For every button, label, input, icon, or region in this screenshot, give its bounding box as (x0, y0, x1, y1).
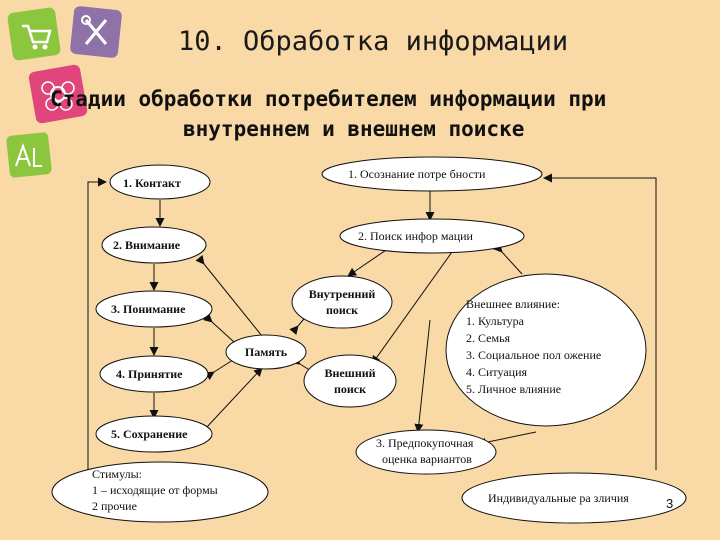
arrow-influence-search (493, 243, 523, 275)
arrow-search-external (371, 251, 453, 365)
need-awareness-label: 1. Осознание потре бности (348, 167, 486, 181)
external-influence-item-1: 1. Культура (466, 314, 525, 328)
info-search-label: 2. Поиск инфор мации (358, 229, 474, 243)
arrow-right-loop-need (543, 173, 657, 470)
individual-differences-label: Индивидуальные ра зличия (488, 491, 629, 505)
slide-title: 10. Обработка информации (178, 26, 569, 57)
stage-attention (101, 226, 207, 264)
prepurchase-label-1: 3. Предпокупочная (376, 436, 474, 450)
external-search-label-2: поиск (334, 382, 366, 396)
stimuli-item-2: 2 прочие (92, 499, 137, 513)
letters-icon (6, 132, 52, 178)
shopping-cart-icon (7, 7, 61, 61)
memory-label: Память (245, 345, 288, 359)
arrow-memory-attention (195, 254, 263, 337)
stage-understanding (95, 290, 213, 328)
external-influence-item-4: 4. Ситуация (466, 365, 528, 379)
stage-info-search (339, 218, 525, 254)
arrow-stimuli-contact (87, 177, 107, 470)
stage-retention (95, 415, 213, 453)
external-search-label-1: Внешний (324, 366, 375, 380)
stimuli-heading: Стимулы: (92, 467, 142, 481)
prepurchase-evaluation-ellipse (355, 429, 497, 475)
arrow-retention-memory (205, 367, 263, 429)
prepurchase-label-2: оценка вариантов (382, 452, 472, 466)
external-influence-item-5: 5. Личное влияние (466, 382, 561, 396)
stimuli-item-1: 1 – исходящие от формы (92, 483, 218, 497)
subtitle-line-2: внутреннем и внешнем поиске (183, 117, 525, 141)
flower-icon (28, 64, 88, 124)
memory-ellipse (225, 334, 307, 370)
stage-retention-label: 5. Сохранение (111, 427, 188, 441)
stage-acceptance-label: 4. Принятие (116, 367, 183, 381)
stage-contact-label: 1. Контакт (123, 176, 181, 190)
external-influence-heading: Внешнее влияние: (466, 297, 560, 311)
page-number: 3 (666, 496, 674, 511)
arrow-to-prepurchase (414, 319, 431, 433)
stage-need-awareness (321, 156, 543, 192)
stage-understanding-label: 3. Понимание (111, 302, 186, 316)
stimuli-ellipse (51, 461, 269, 523)
external-influence-item-2: 2. Семья (466, 331, 511, 345)
external-influence-item-3: 3. Социальное пол ожение (466, 348, 601, 362)
internal-search-label-1: Внутренний (309, 287, 376, 301)
stage-attention-label: 2. Внимание (113, 238, 181, 252)
external-search-ellipse (303, 354, 397, 408)
stage-acceptance (99, 355, 209, 393)
slide-subtitle: Стадии обработки потребителем информации… (0, 84, 720, 144)
arrow-memory-understanding (203, 313, 235, 343)
internal-search-ellipse (291, 275, 393, 329)
internal-search-label-2: поиск (326, 303, 358, 317)
stage-contact (109, 164, 211, 200)
subtitle-line-1: Стадии обработки потребителем информации… (50, 87, 607, 111)
external-influence-ellipse (445, 273, 647, 427)
tools-icon (70, 6, 122, 58)
individual-differences-ellipse (461, 472, 687, 524)
